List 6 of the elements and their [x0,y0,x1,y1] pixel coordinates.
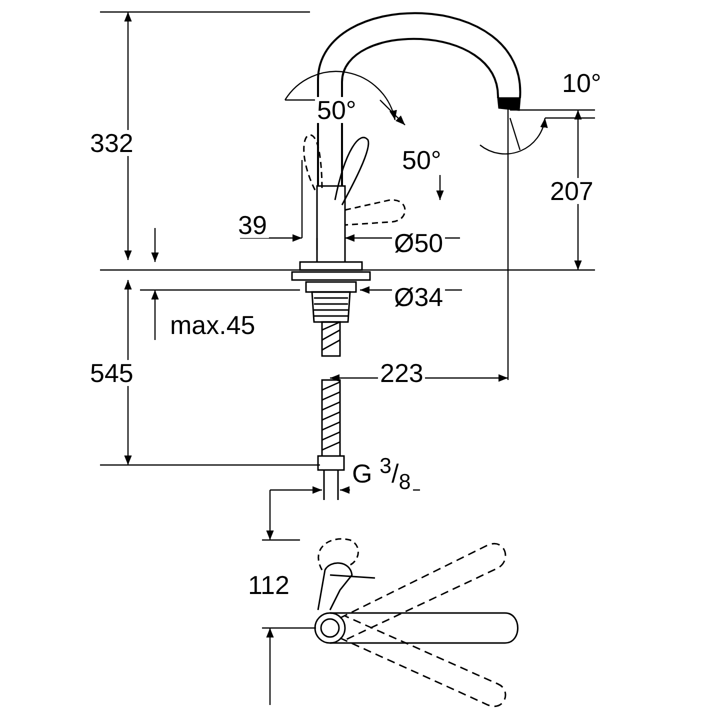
dimension-label: G $^{3}$/$_{8}$ [350,455,413,493]
dimension-label: Ø34 [392,284,446,310]
dimension-label: 545 [88,360,136,386]
dimension-label: Ø50 [392,230,446,256]
dimension-label: 332 [88,130,136,156]
dimension-label: 207 [548,178,596,204]
